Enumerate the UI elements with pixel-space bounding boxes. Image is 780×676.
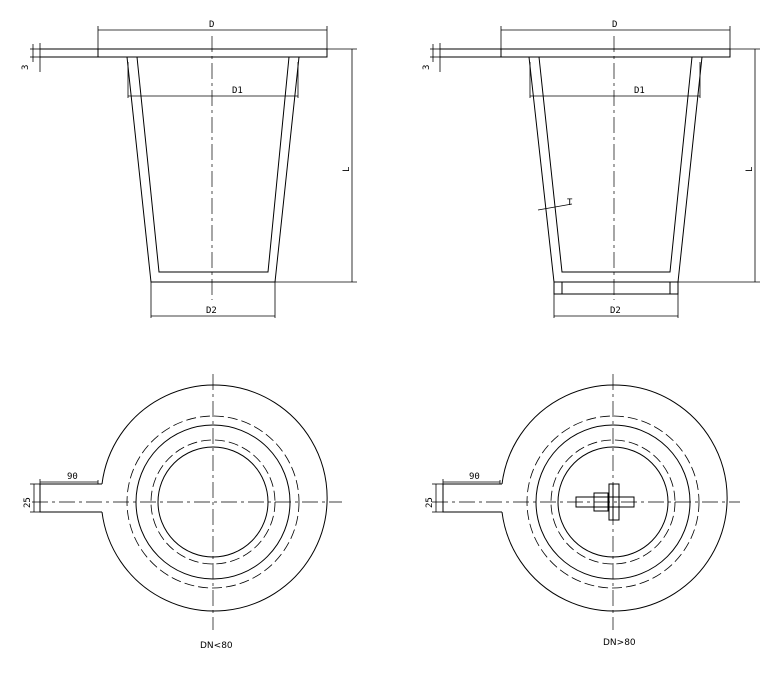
dim-label-3: 3 [422,65,432,70]
rib-horizontal [575,496,635,508]
dim-label-90: 90 [469,472,480,482]
dim-label-d: D [209,20,214,30]
caption-left: DN<80 [200,641,233,651]
dim-t-leader [537,203,573,211]
lug-tab [39,483,102,513]
dim-label-d1: D1 [232,86,243,96]
outer-circle [501,384,728,612]
dim-label-90: 90 [67,472,78,482]
outer-circle [101,384,328,612]
dim-label-l: L [342,167,352,172]
elevation-left: 3 D D1 D2 L [21,20,357,318]
plan-right: 90 25 DN>80 [425,374,740,648]
cone-inner [136,56,290,273]
dim-label-d1: D1 [634,86,645,96]
cone-outer [528,56,703,283]
rib-vertical [608,483,620,521]
caption-right: DN>80 [603,638,636,648]
dim-label-3: 3 [21,65,31,70]
cone-inner [538,56,693,273]
plan-left: 90 25 DN<80 [23,374,342,651]
cone-outer [126,56,300,283]
dim-label-d2: D2 [610,306,621,316]
flange-plate [97,48,328,58]
dim-label-d: D [612,20,617,30]
bottom-plate [553,281,679,295]
lug-tab [442,483,502,513]
rib-block [593,492,609,512]
dim-label-25: 25 [23,497,33,508]
dim-label-25: 25 [425,497,435,508]
dim-label-l: L [745,167,755,172]
dim-label-d2: D2 [206,306,217,316]
flange-plate [500,48,731,58]
dim-label-t: T [567,198,573,208]
elevation-right: 3 D D1 D2 L T [422,20,760,318]
